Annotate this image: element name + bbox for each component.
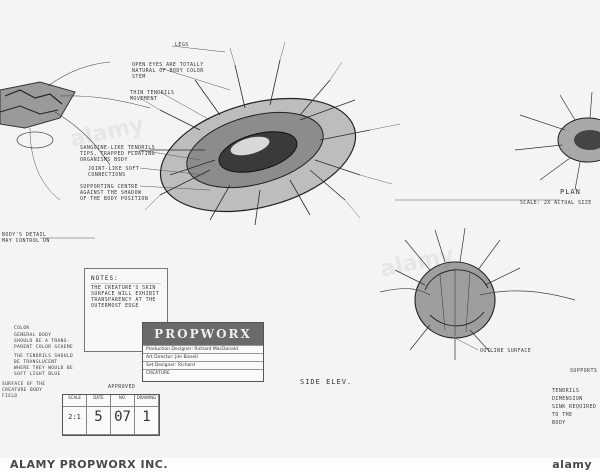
- callout-note: SINK REQUIRED: [552, 404, 597, 410]
- table-value-cell: 07: [111, 407, 135, 435]
- table-header-cell: SCALE: [63, 395, 87, 407]
- callout-note: DIMENSION: [552, 396, 583, 402]
- callout-note: THIN TENDRILS: [130, 90, 175, 96]
- color-note-line: BE TRANSLUCENT: [14, 360, 58, 365]
- callout-leaders: [40, 45, 560, 351]
- callout-note: TENDRILS: [552, 388, 580, 394]
- notes-title: NOTES:: [91, 275, 119, 282]
- notes-divider: [91, 283, 161, 284]
- notes-line: OUTERMOST EDGE: [91, 303, 139, 309]
- callout-note: TO THE: [552, 412, 573, 418]
- notes-panel: NOTES: THE CREATURE'S SKIN SURFACE WILL …: [84, 268, 168, 352]
- table-value-cell: 5: [87, 407, 111, 435]
- callout-note: STEM: [132, 74, 146, 80]
- watermark-right: alamy: [552, 458, 592, 471]
- callout-note: SUPPORTING CENTRE: [80, 184, 138, 190]
- watermark-left: ALAMY PROPWORX INC.: [10, 458, 169, 471]
- plan-view-creature: [129, 41, 401, 226]
- callout-top: LEGS: [175, 42, 189, 48]
- callout-note: SANGUINE-LIKE TENDRILS: [80, 145, 156, 151]
- table-header-cell: DATE: [87, 395, 111, 407]
- color-note-line: PARENT COLOR SCHEME: [14, 345, 74, 350]
- callout-note: JOINT-LIKE SOFT: [88, 166, 140, 172]
- color-note-line: WHERE THEY WOULD BE: [14, 366, 74, 371]
- watermark-footer: ALAMY PROPWORX INC. alamy: [0, 458, 600, 472]
- drawing-number-table: SCALE DATE NO. DRAWING 2:1 5 07 1: [62, 394, 160, 436]
- table-value-cell: 2:1: [63, 407, 87, 435]
- plan-label: PLAN: [560, 188, 581, 196]
- notes-line: THE CREATURE'S SKIN: [91, 285, 156, 291]
- title-block-row: Production Designer: Richard MacDonald: [143, 345, 263, 354]
- color-note-line: GENERAL BODY: [14, 333, 52, 338]
- callout-note: OPEN EYES ARE TOTALLY: [132, 62, 204, 68]
- color-note-line: CREATURE BODY: [2, 388, 43, 393]
- table-value-cell: 1: [135, 407, 159, 435]
- callout-note: TIPS, TRAPPED FLOATING: [80, 151, 156, 157]
- callout-note: OUTLINE SURFACE: [480, 348, 532, 354]
- callout-note: OF THE BODY POSITION: [80, 196, 149, 202]
- callout-note: BODY: [552, 420, 566, 426]
- callout-note: MOVEMENT: [130, 96, 158, 102]
- callout-note: AGAINST THE SHADOW: [80, 190, 142, 196]
- title-block-row: Art Director: Jim Bissell: [143, 353, 263, 362]
- callout-note: ORGANISMS BODY: [80, 157, 128, 163]
- title-block: PROPWORX Production Designer: Richard Ma…: [142, 322, 264, 382]
- color-note-line: FIELD: [2, 394, 18, 399]
- company-logo: PROPWORX: [143, 323, 263, 345]
- table-header-cell: NO.: [111, 395, 135, 407]
- callout-note: CONNECTIONS: [88, 172, 126, 178]
- plan-scale-label: SCALE: 2X ACTUAL SIZE: [520, 200, 592, 206]
- callout-note: NATURAL OF BODY COLOR: [132, 68, 204, 74]
- side-elevation-label: SIDE ELEV.: [300, 378, 353, 386]
- notes-line: SURFACE WILL EXHIBIT: [91, 291, 160, 297]
- right-plan-sketch: [514, 91, 600, 191]
- color-note-line: SURFACE OF THE: [2, 382, 46, 387]
- callout-note: SUPPORTS: [570, 368, 598, 374]
- callout-note: BODY'S DETAIL: [2, 232, 47, 238]
- title-block-row: Set Designer: Richard: [143, 361, 263, 370]
- title-block-row: CREATURE: [143, 369, 263, 378]
- notes-line: TRANSPARENCY AT THE: [91, 297, 156, 303]
- callout-note: MAY CONTROL ON: [2, 238, 50, 244]
- color-note-line: COLOR: [14, 326, 30, 331]
- left-side-sketch: [0, 61, 151, 201]
- color-note-line: SHOULD BE A TRANS-: [14, 339, 70, 344]
- color-note-line: THE TENDRILS SHOULD: [14, 354, 74, 359]
- approved-label: APPROVED: [108, 384, 136, 390]
- table-header-cell: DRAWING: [135, 395, 159, 407]
- color-note-line: SOFT LIGHT BLUE: [14, 372, 61, 377]
